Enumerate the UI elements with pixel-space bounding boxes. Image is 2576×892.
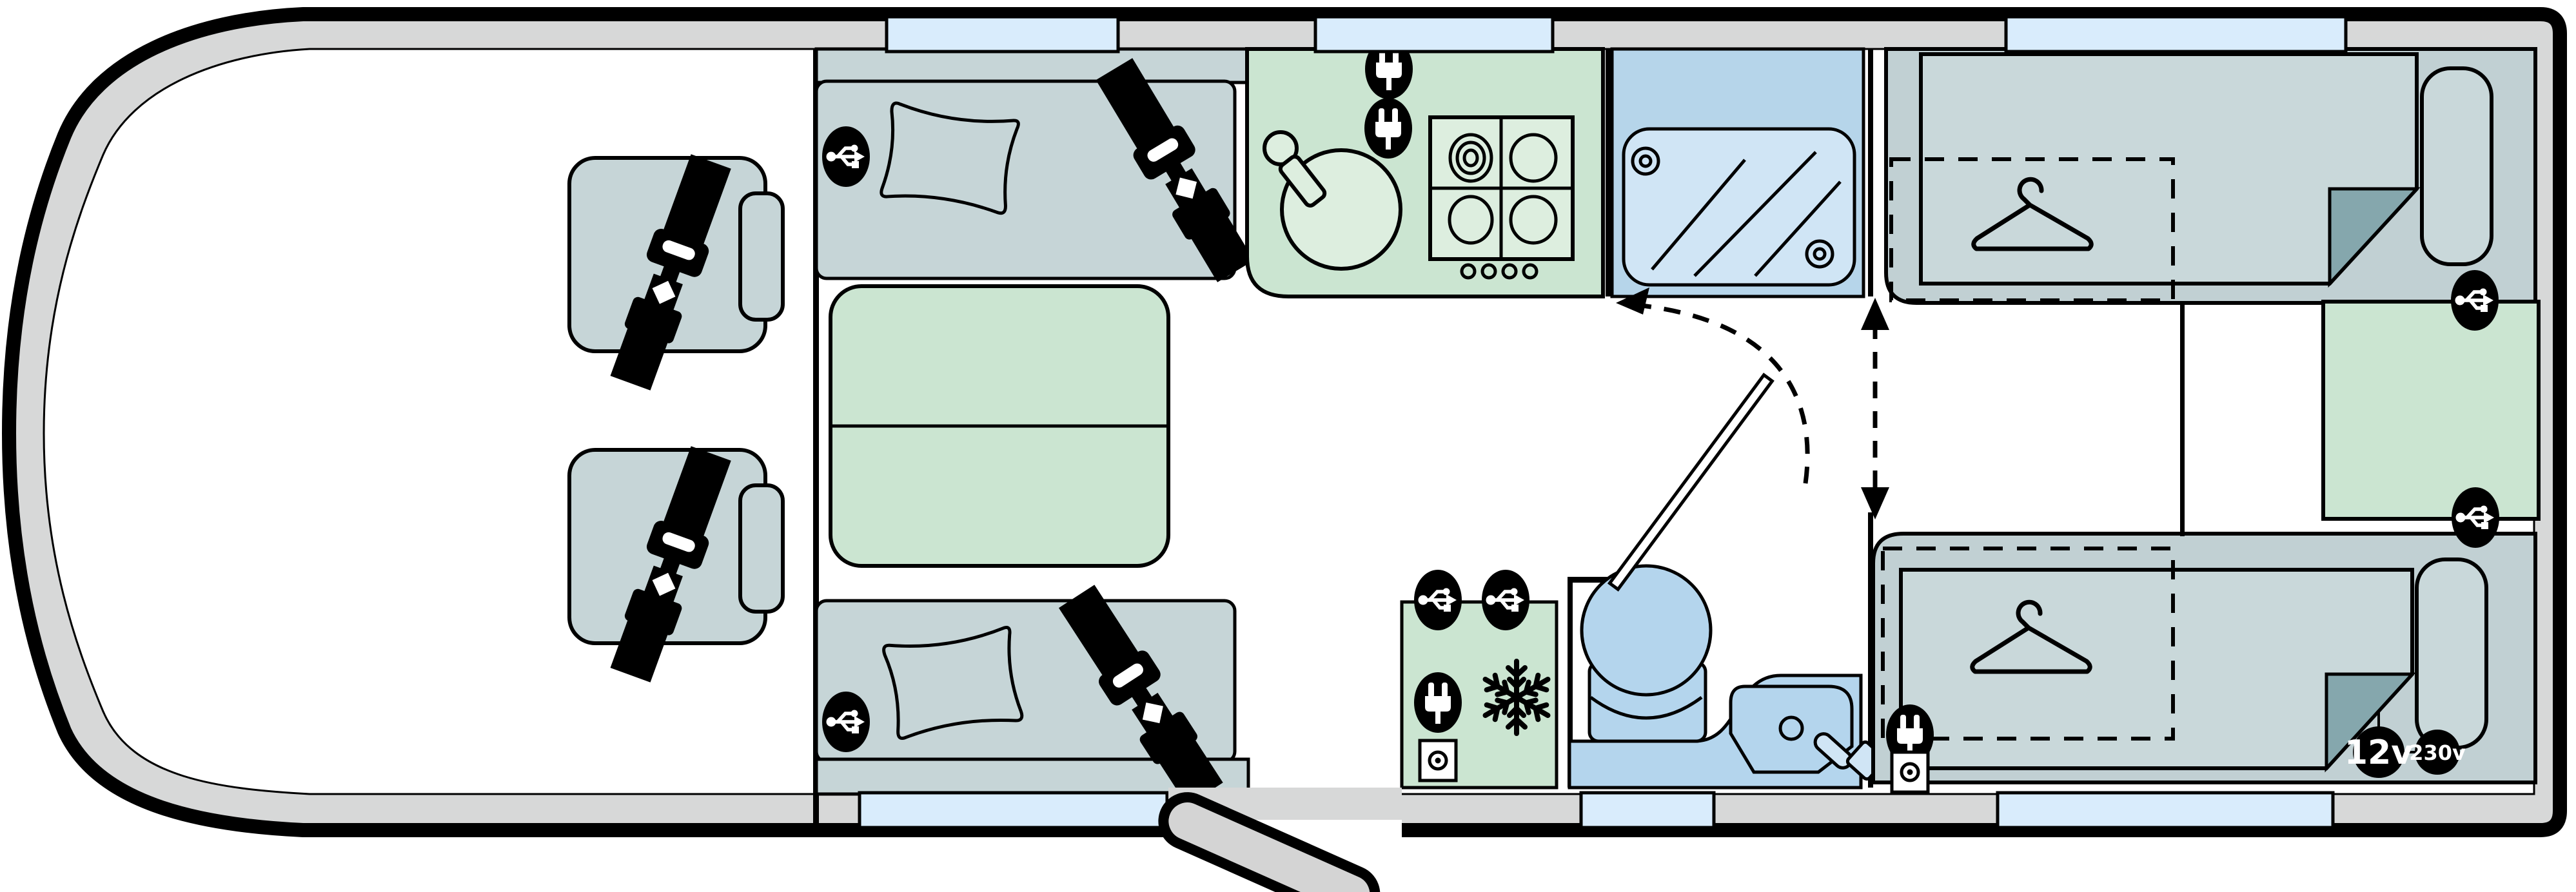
wardrobe-dashed-bottom (1881, 547, 2175, 741)
wardrobe-dashed-top (1889, 157, 2175, 302)
open-entry-door (1158, 792, 1381, 892)
cab-area (567, 151, 785, 685)
12v-badge: 12v (2345, 726, 2413, 778)
usb-icon (822, 692, 870, 752)
window (885, 15, 1120, 53)
hob-knob (1460, 263, 1477, 280)
window (2004, 15, 2348, 53)
plug-230v-icon (1414, 672, 1462, 733)
badge-230v-label: 230v (2409, 741, 2466, 765)
walkway-double-arrow (1861, 298, 1889, 519)
230v-badge: 230v (2409, 730, 2466, 775)
bedroom-area: 12v 230v (1871, 47, 2541, 792)
shower-bedroom-wall (1868, 49, 1873, 296)
hob-knob (1522, 263, 1539, 280)
kitchen-hob (1428, 115, 1575, 280)
usb-icon (1482, 570, 1529, 630)
toilet-seat-line (1589, 695, 1703, 720)
usb-icon (822, 126, 870, 187)
cab-seat-passenger-headrest (738, 483, 785, 614)
washroom-left-wall (1568, 578, 1573, 788)
bed-pillow-top (2420, 66, 2493, 266)
basin-drain (1778, 715, 1804, 741)
kitchen-area (1245, 39, 1605, 298)
kitchen-tap-handle (1278, 155, 1327, 208)
door-swing-arrowhead (1616, 287, 1649, 315)
lounge-area (814, 47, 1261, 810)
cab-bulkhead-wall (813, 49, 819, 824)
bed-pillow-bottom (2415, 558, 2488, 750)
window (1996, 791, 2335, 829)
window (858, 791, 1169, 829)
tv-aerial-socket-icon (1420, 741, 1456, 780)
washroom-wall-stub (1568, 577, 1617, 583)
bedside-cabinet (2321, 300, 2541, 521)
dinette-seat-back-top (814, 47, 1250, 84)
usb-icon (2452, 487, 2499, 548)
window (1579, 791, 1716, 829)
washroom-right-wall (1868, 512, 1873, 788)
kitchen-shower-wall (1606, 49, 1611, 296)
hob-knob (1480, 263, 1497, 280)
plug-230v-icon (1364, 98, 1412, 159)
cab-seat-driver-headrest (738, 191, 785, 322)
tv-aerial-socket-icon (1892, 752, 1928, 792)
between-beds-partition (2180, 303, 2185, 536)
windows (858, 15, 2348, 829)
shower-tray (1622, 127, 1856, 287)
badge-12v-label: 12v (2345, 733, 2413, 772)
turned-sheet-corner (2328, 187, 2421, 288)
washroom-door (1607, 373, 1775, 592)
fridge-unit (1400, 570, 1558, 790)
entry-door (1158, 788, 1402, 892)
usb-icon (1414, 570, 1462, 630)
washroom-area (1568, 287, 1887, 790)
turned-sheet-corner (2325, 672, 2416, 773)
shower-cubicle (1610, 47, 1865, 298)
usb-icon (2451, 270, 2499, 331)
hob-knob (1501, 263, 1518, 280)
toilet-bowl (1580, 564, 1713, 697)
door-swing-arc (1640, 303, 1810, 484)
window (1313, 15, 1555, 53)
